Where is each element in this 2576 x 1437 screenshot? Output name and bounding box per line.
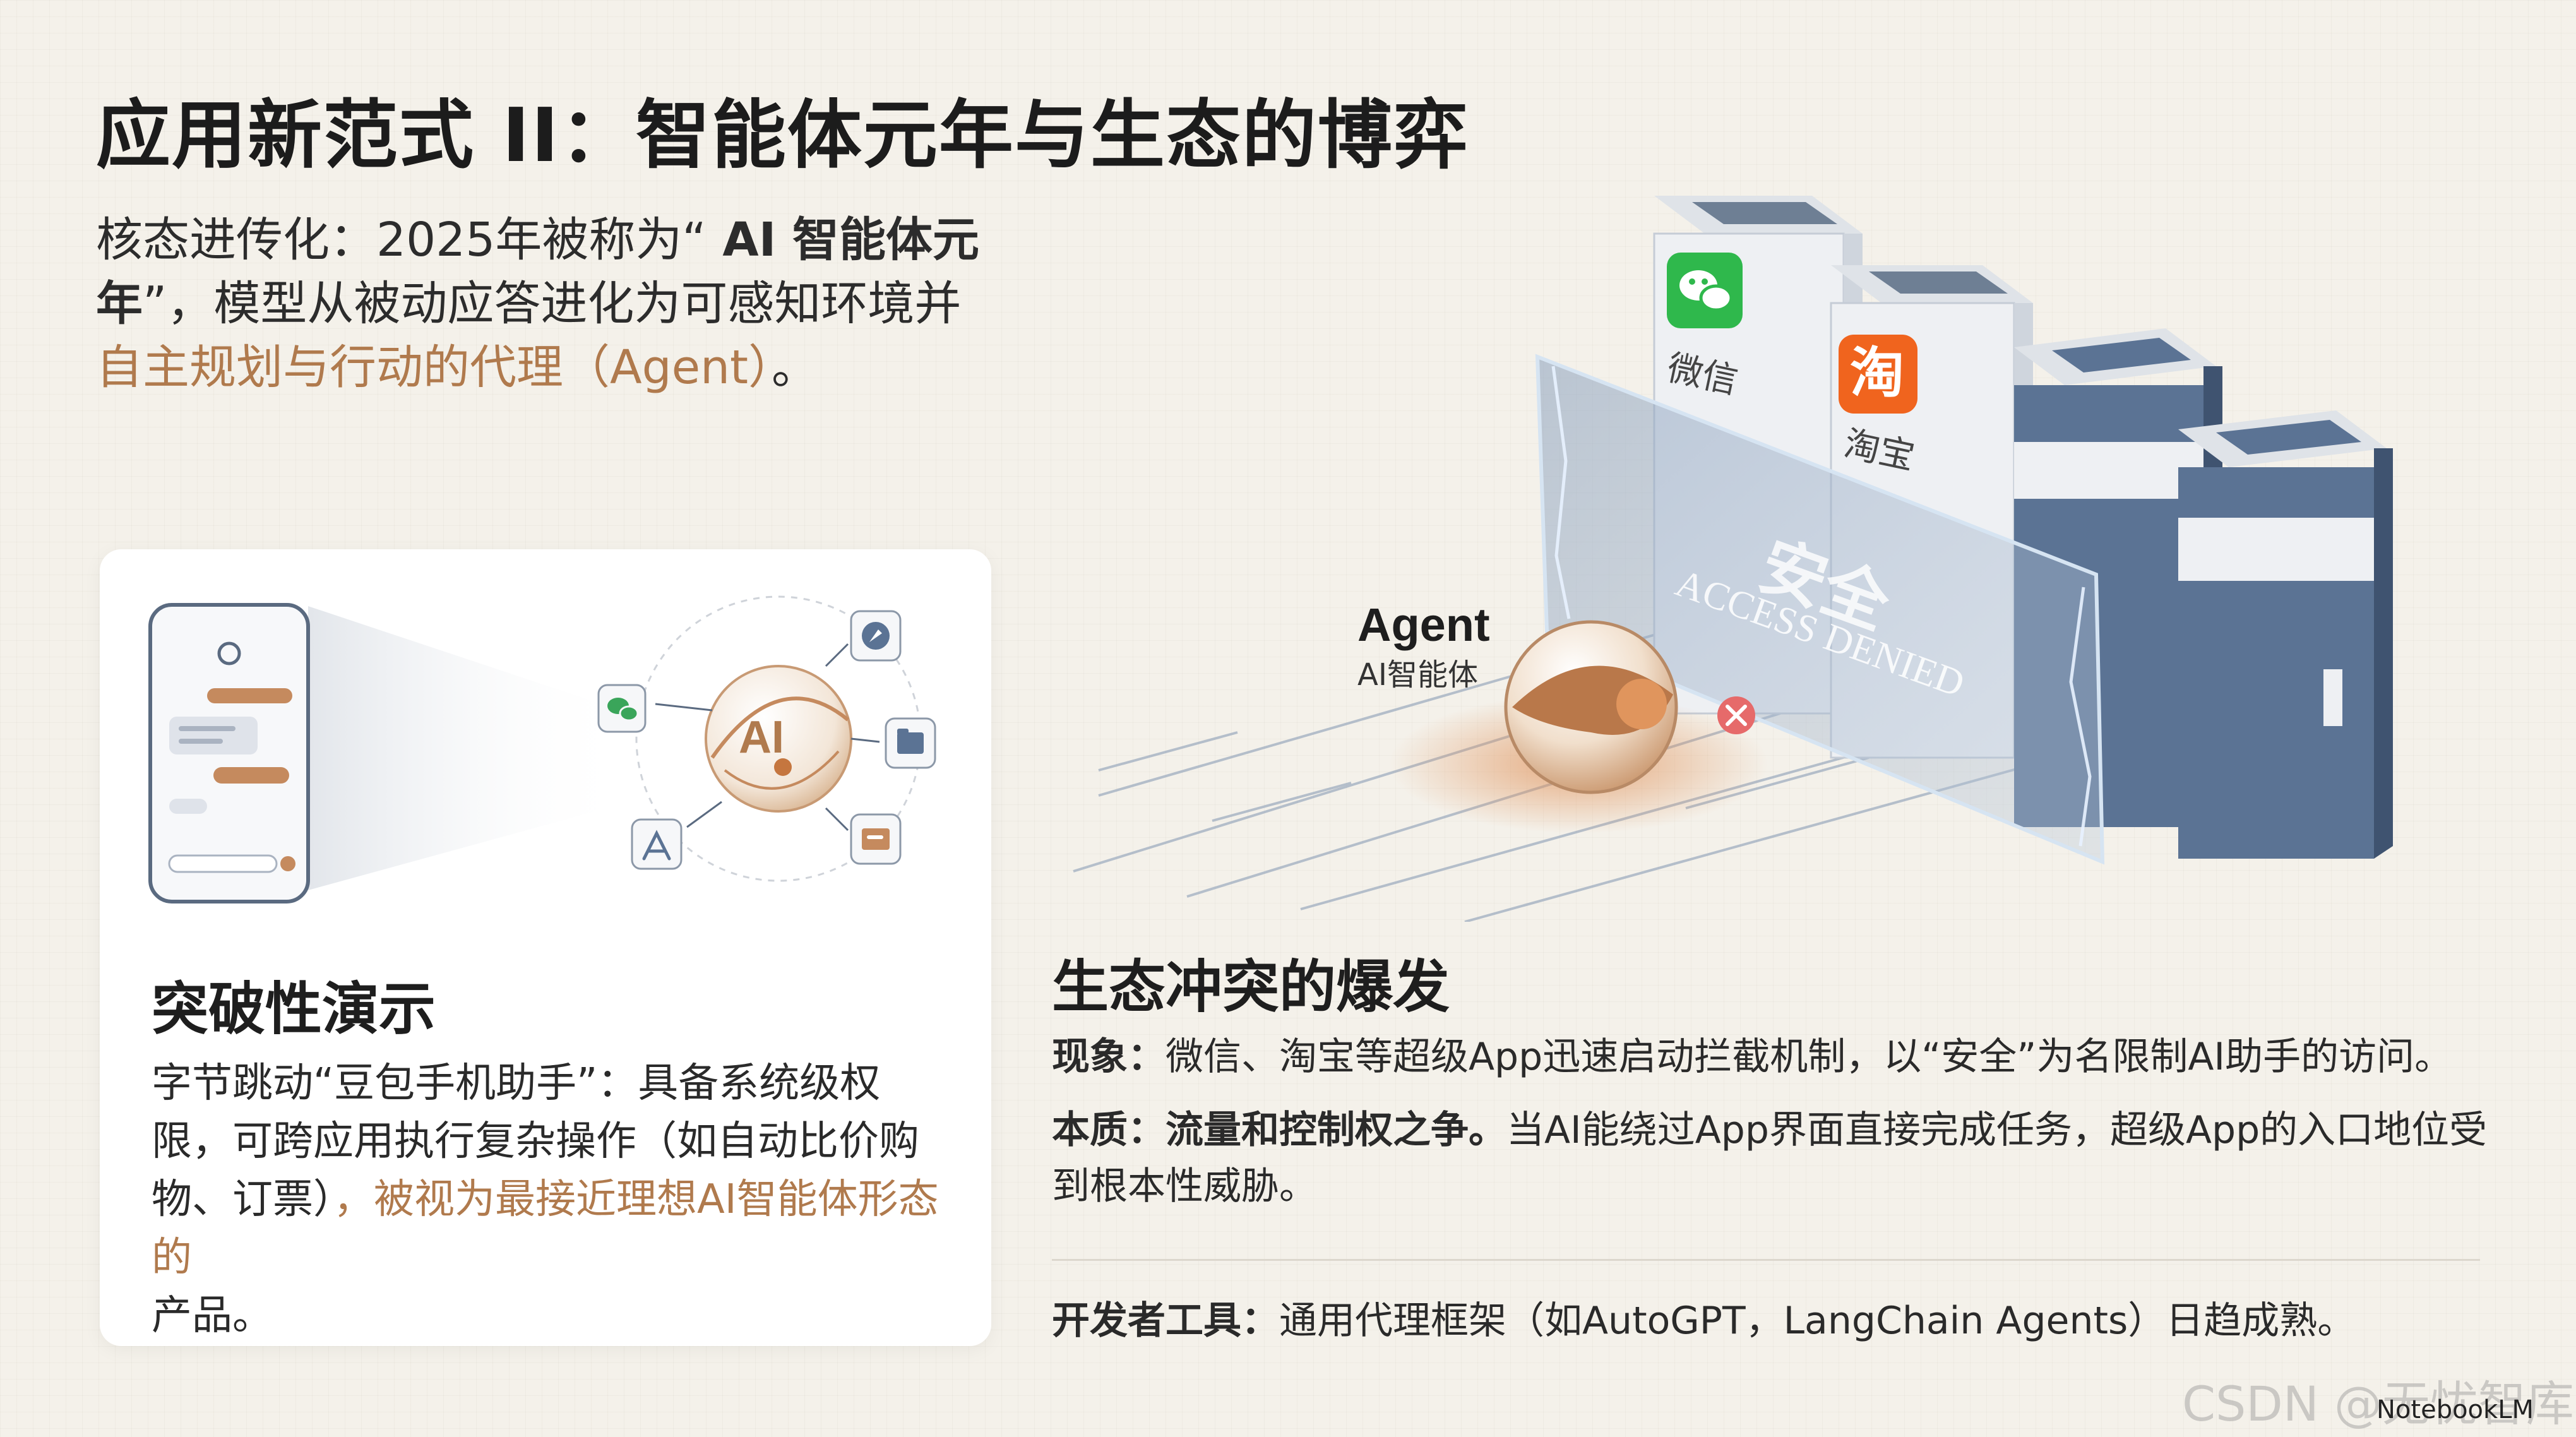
divider — [1052, 1259, 2480, 1261]
card-body: 字节跳动“豆包手机助手”：具备系统级权限，可跨应用执行复杂操作（如自动比价购物、… — [152, 1054, 947, 1345]
card-body-accent: ，被视为最接近理想AI智能体形态的 — [152, 1176, 939, 1281]
security-shield — [1535, 354, 2105, 865]
demo-card: AI — [100, 549, 991, 1346]
agent-subtitle: AI智能体 — [1357, 657, 1478, 693]
demo-illustration: AI — [148, 595, 936, 903]
ticket-satellite-icon — [850, 813, 902, 865]
orbit-arrows — [655, 643, 880, 832]
phenomenon-paragraph: 现象：微信、淘宝等超级App迅速启动拦截机制，以“安全”为名限制AI助手的访问。 — [1052, 1029, 2504, 1085]
agent-orb — [1504, 620, 1678, 794]
agent-title: Agent — [1357, 599, 1490, 651]
developer-tools-text: 通用代理框架（如AutoGPT，LangChain Agents）日趋成熟。 — [1279, 1299, 2356, 1343]
close-icon — [1717, 696, 1755, 734]
phone-illustration — [148, 603, 310, 903]
appstore-satellite-icon — [631, 818, 683, 870]
intro-part1: 核态进传化：2025年被称为“ — [96, 213, 707, 267]
compass-satellite-icon — [850, 610, 902, 662]
server-4 — [2178, 410, 2393, 859]
ai-core — [705, 665, 852, 813]
intro-text: 核态进传化：2025年被称为“ AI 智能体元年”，模型从被动应答进化为可感知环… — [96, 208, 1030, 400]
taobao-glyph: 淘 — [1850, 342, 1904, 405]
phenomenon-label: 现象： — [1052, 1035, 1166, 1079]
intro-end: 。 — [772, 340, 819, 395]
essence-text: 当AI能绕过App界面直接完成任务，超级App的入口地位受到根本性威胁。 — [1052, 1108, 2488, 1208]
csdn-watermark: CSDN @无忧智库 — [2182, 1376, 2574, 1432]
intro-accent: 自主规划与行动的代理（Agent） — [96, 340, 772, 395]
hero-illustration: 微信 淘 淘宝 安全 ACCESS DENIED Agent AI智能体 — [1073, 196, 2393, 922]
card-body-part1: 字节跳动“豆包手机助手”：具备系统级权限，可跨应用执行复杂操作（如自动比价购物、… — [152, 1060, 919, 1223]
ai-label: AI — [739, 712, 784, 763]
taobao-icon: 淘 — [1839, 335, 1917, 414]
wechat-icon — [1667, 253, 1743, 328]
intro-bold: AI 智能体元年 — [96, 213, 980, 331]
card-heading: 突破性演示 — [152, 976, 436, 1042]
phone-beam — [308, 606, 630, 890]
phenomenon-text: 微信、淘宝等超级App迅速启动拦截机制，以“安全”为名限制AI助手的访问。 — [1166, 1035, 2453, 1079]
folder-satellite-icon — [885, 717, 936, 769]
intro-part2: ”，模型从被动应答进化为可感知环境并 — [143, 277, 962, 331]
notebooklm-logo: NotebookLM — [2376, 1395, 2534, 1424]
section-heading: 生态冲突的爆发 — [1052, 954, 1450, 1020]
essence-label: 本质：流量和控制权之争。 — [1052, 1108, 1506, 1152]
essence-paragraph: 本质：流量和控制权之争。当AI能绕过App界面直接完成任务，超级App的入口地位… — [1052, 1102, 2504, 1215]
developer-tools-paragraph: 开发者工具：通用代理框架（如AutoGPT，LangChain Agents）日… — [1052, 1293, 2504, 1349]
wechat-satellite-icon — [597, 684, 647, 733]
card-body-part2: 产品。 — [152, 1292, 273, 1339]
developer-tools-label: 开发者工具： — [1052, 1299, 1279, 1343]
page-title: 应用新范式 II：智能体元年与生态的博弈 — [96, 92, 1469, 179]
